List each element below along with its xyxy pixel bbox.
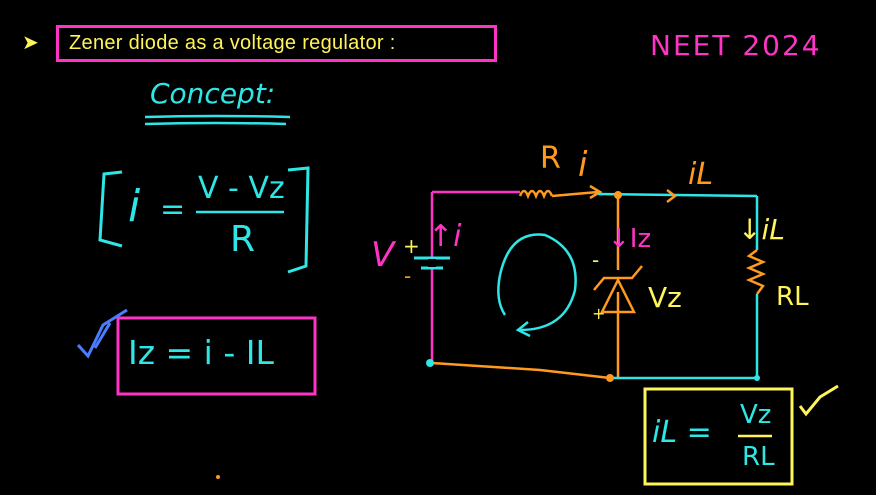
label-series-current: i: [578, 145, 588, 185]
series-resistor: [518, 189, 554, 200]
formula-current-numerator: V - Vz: [198, 171, 285, 206]
label-source-current: ↑i: [428, 219, 462, 254]
heading-text: Zener diode as a voltage regulator :: [69, 32, 396, 54]
check-icon: [76, 308, 128, 359]
formula-load-lhs: iL =: [652, 415, 712, 450]
loop-arrow: [498, 233, 577, 332]
exam-tag: NEET 2024: [650, 29, 822, 62]
label-series-resistor: R: [540, 141, 561, 176]
label-zener-minus: -: [592, 248, 600, 272]
check-icon-2: [798, 384, 839, 417]
label-zener-plus: +: [592, 304, 606, 323]
zener-current-box: [116, 316, 317, 396]
load-current-arrow-icon: [666, 189, 678, 203]
label-source-voltage: V: [371, 235, 395, 275]
label-load-resistor: RL: [776, 282, 809, 312]
concept-label: Concept:: [150, 77, 276, 110]
load-current-box: [643, 387, 794, 486]
formula-zener-current: Iz = i - IL: [128, 333, 274, 372]
bracket-left: [98, 170, 123, 248]
top-wire: [597, 192, 758, 198]
formula-load-denominator: RL: [742, 442, 775, 472]
bracket-right: [287, 166, 310, 274]
load-resistor: [745, 249, 767, 295]
current-arrow-icon: [589, 184, 603, 200]
label-load-down-current: ↓iL: [738, 213, 785, 246]
label-zener-current: ↓Iz: [608, 224, 652, 254]
formula-current-equals: =: [160, 192, 186, 227]
label-battery-minus: -: [404, 264, 412, 288]
bullet-arrow-icon: ➤: [22, 30, 39, 54]
label-load-branch-current: iL: [688, 157, 714, 192]
formula-current-lhs: i: [128, 181, 141, 232]
zener-diode-icon: [599, 277, 637, 314]
formula-current-denominator: R: [230, 219, 256, 260]
label-battery-plus: +: [403, 234, 420, 258]
formula-load-numerator: Vz: [740, 400, 772, 430]
heading-box: Zener diode as a voltage regulator :: [56, 25, 497, 62]
label-zener-voltage: Vz: [648, 281, 682, 314]
bottom-wire-left: [431, 361, 611, 380]
